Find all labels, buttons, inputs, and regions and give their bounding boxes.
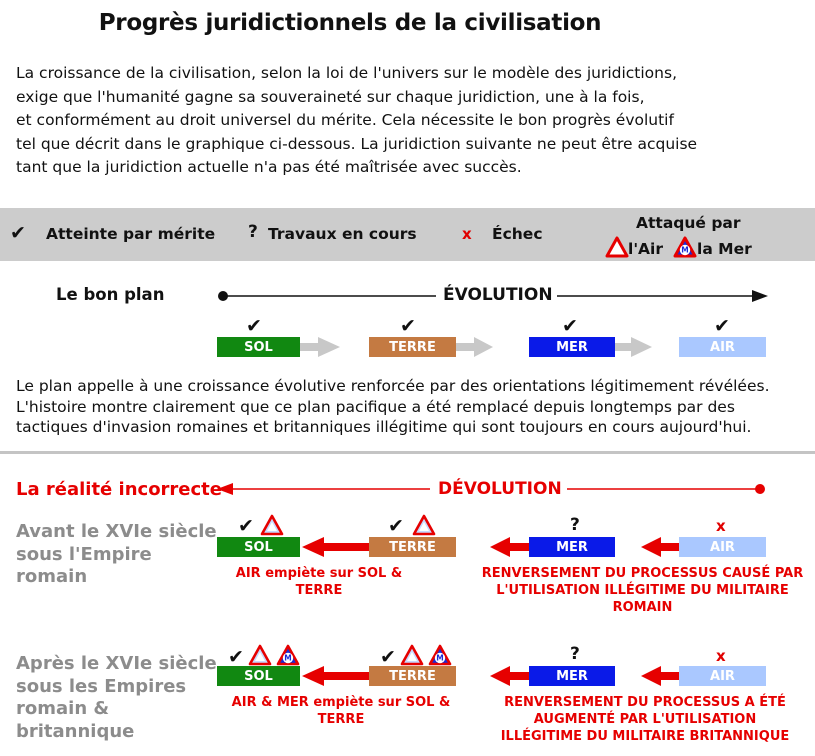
intro-line: exige que l'humanité gagne sa souveraine… <box>16 87 645 106</box>
intro-paragraph: La croissance de la civilisation, selon … <box>16 62 806 180</box>
x-icon: x <box>716 517 726 535</box>
intro-line: La croissance de la civilisation, selon … <box>16 64 677 82</box>
check-icon: ✔ <box>238 515 254 537</box>
air-attack-icon <box>412 514 436 536</box>
reality-label: La réalité incorrecte <box>16 479 222 500</box>
good-plan-label: Le bon plan <box>56 285 165 304</box>
intro-line: et conformément au droit universel du mé… <box>16 111 674 129</box>
devolution-label: DÉVOLUTION <box>438 479 562 499</box>
page-title: Progrès juridictionnels de la civilisati… <box>98 10 602 36</box>
jurisdiction-sol: SOL <box>217 337 300 357</box>
before-left-note: AIR empiète sur SOL & TERRE <box>235 566 403 598</box>
air-attack-icon <box>260 514 284 536</box>
after-right-note: RENVERSEMENT DU PROCESSUS A ÉTÉ AUGMENTÉ… <box>500 695 790 744</box>
plan-line: L'histoire montre clairement que ce plan… <box>16 397 735 416</box>
jurisdiction-mer: MER <box>529 666 615 686</box>
check-icon: ✔ <box>562 315 578 337</box>
before-right-note: RENVERSEMENT DU PROCESSUS CAUSÉ PAR L'UT… <box>481 566 804 615</box>
jurisdiction-mer: MER <box>529 537 615 557</box>
intro-line: tel que décrit dans le graphique ci-dess… <box>16 134 698 153</box>
sea-attack-icon: M <box>428 644 452 666</box>
x-icon: x <box>462 225 472 243</box>
jurisdiction-terre: TERRE <box>369 537 456 557</box>
check-icon: ✔ <box>400 315 416 337</box>
check-icon: ✔ <box>228 646 244 668</box>
evolution-label: ÉVOLUTION <box>443 285 553 305</box>
jurisdiction-mer: MER <box>529 337 615 357</box>
check-icon: ✔ <box>388 515 404 537</box>
check-icon: ✔ <box>714 315 730 337</box>
after-left-note: AIR & MER empiète sur SOL & TERRE <box>231 695 451 727</box>
x-icon: x <box>716 647 726 665</box>
check-icon: ✔ <box>246 315 262 337</box>
jurisdiction-air: AIR <box>679 337 766 357</box>
plan-paragraph: Le plan appelle à une croissance évoluti… <box>16 376 811 438</box>
svg-text:M: M <box>436 654 443 663</box>
sea-attack-icon: M <box>673 236 697 258</box>
svg-text:M: M <box>681 246 688 255</box>
air-attack-icon <box>605 236 629 258</box>
plan-line: tactiques d'invasion romaines et britann… <box>16 418 752 436</box>
section-divider <box>0 451 815 454</box>
legend-check-label: Atteinte par mérite <box>46 225 216 243</box>
intro-line: tant que la juridiction actuelle n'a pas… <box>16 158 522 176</box>
jurisdiction-terre: TERRE <box>369 337 456 357</box>
legend-air-label: l'Air <box>628 240 664 258</box>
legend-x-label: Échec <box>492 225 543 243</box>
question-icon: ? <box>570 515 580 535</box>
legend-attack-title: Attaqué par <box>636 214 741 232</box>
check-icon: ✔ <box>380 646 396 668</box>
jurisdiction-sol: SOL <box>217 537 300 557</box>
jurisdiction-terre: TERRE <box>369 666 456 686</box>
jurisdiction-air: AIR <box>679 537 766 557</box>
jurisdiction-air: AIR <box>679 666 766 686</box>
plan-line: Le plan appelle à une croissance évoluti… <box>16 377 770 395</box>
before-16c-label: Avant le XVIe siècle sous l'Empire romai… <box>16 521 217 587</box>
after-16c-label: Après le XVIe siècle sous les Empires ro… <box>16 653 217 742</box>
legend-question-label: Travaux en cours <box>268 225 417 243</box>
svg-text:M: M <box>284 654 291 663</box>
air-attack-icon <box>248 644 272 666</box>
jurisdiction-sol: SOL <box>217 666 300 686</box>
sea-attack-icon: M <box>276 644 300 666</box>
question-icon: ? <box>248 222 258 242</box>
air-attack-icon <box>400 644 424 666</box>
question-icon: ? <box>570 644 580 664</box>
check-icon: ✔ <box>10 222 26 244</box>
legend-sea-label: la Mer <box>697 240 752 258</box>
